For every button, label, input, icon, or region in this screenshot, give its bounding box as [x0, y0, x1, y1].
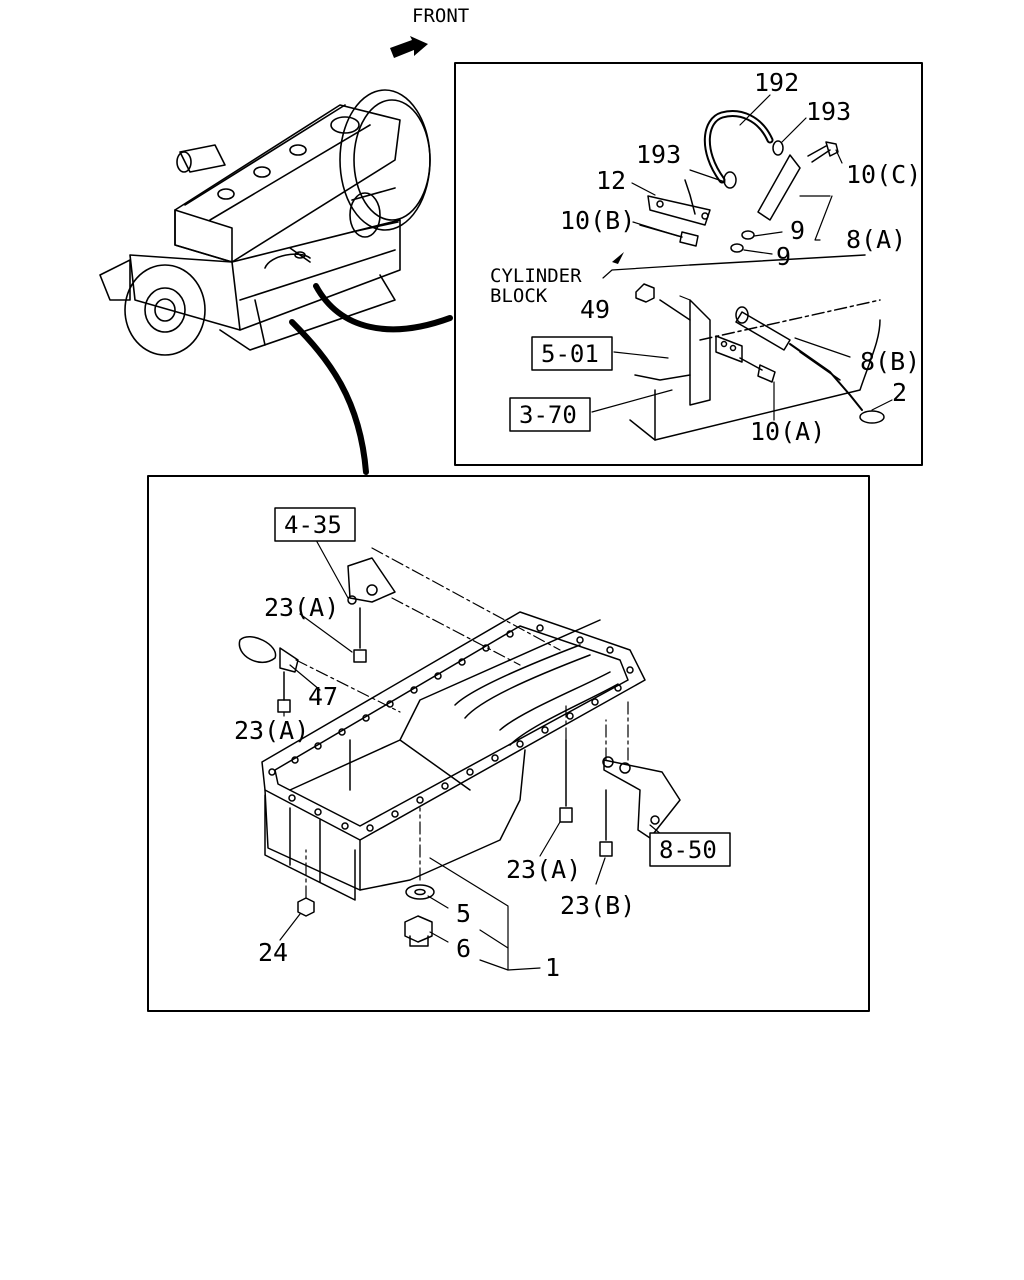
part-label-23a-mid: 23(A) — [506, 855, 581, 884]
callout-curve-upper — [313, 283, 453, 333]
part-label-24: 24 — [258, 938, 288, 967]
ref-box-3-70[interactable] — [509, 397, 591, 432]
part-label-9-upper: 9 — [790, 216, 805, 245]
ref-box-8-50[interactable] — [649, 832, 731, 867]
part-label-1: 1 — [545, 953, 560, 982]
dipstick-illustration — [629, 110, 885, 441]
ref-label-5-01: 5-01 — [541, 340, 599, 368]
ref-box-5-01[interactable] — [531, 336, 613, 371]
part-label-10c: 10(C) — [846, 160, 921, 189]
front-arrow-icon — [390, 36, 428, 58]
part-label-193-left: 193 — [636, 140, 681, 169]
upper-inset-frame — [454, 62, 923, 466]
engine-illustration — [99, 89, 431, 356]
part-label-23a-top: 23(A) — [264, 593, 339, 622]
ref-label-4-35: 4-35 — [284, 511, 342, 539]
part-label-10a: 10(A) — [750, 417, 825, 446]
part-label-23a-left: 23(A) — [234, 716, 309, 745]
ref-box-4-35[interactable] — [274, 507, 356, 542]
part-label-8a: 8(A) — [846, 225, 906, 254]
part-label-2: 2 — [892, 378, 907, 407]
cyl-arrow-icon — [612, 252, 624, 264]
part-label-8b: 8(B) — [860, 347, 920, 376]
callout-curve-lower — [289, 319, 369, 475]
lower-leaders — [279, 539, 681, 971]
ref-label-8-50: 8-50 — [659, 836, 717, 864]
ref-label-3-70: 3-70 — [519, 401, 577, 429]
part-label-6: 6 — [456, 934, 471, 963]
part-label-10b: 10(B) — [560, 206, 635, 235]
part-label-9-lower: 9 — [776, 242, 791, 271]
part-label-193-right: 193 — [806, 97, 851, 126]
lower-inset-frame — [147, 475, 870, 1012]
part-label-47: 47 — [308, 682, 338, 711]
upper-leaders — [591, 94, 893, 421]
part-label-12: 12 — [596, 166, 626, 195]
part-label-23b: 23(B) — [560, 891, 635, 920]
block-label: BLOCK — [490, 285, 548, 307]
part-label-49: 49 — [580, 295, 610, 324]
part-label-5: 5 — [456, 899, 471, 928]
cylinder-label: CYLINDER — [490, 265, 582, 287]
front-label: FRONT — [412, 5, 469, 27]
part-label-192: 192 — [754, 68, 799, 97]
oil-pan-illustration — [238, 557, 681, 947]
